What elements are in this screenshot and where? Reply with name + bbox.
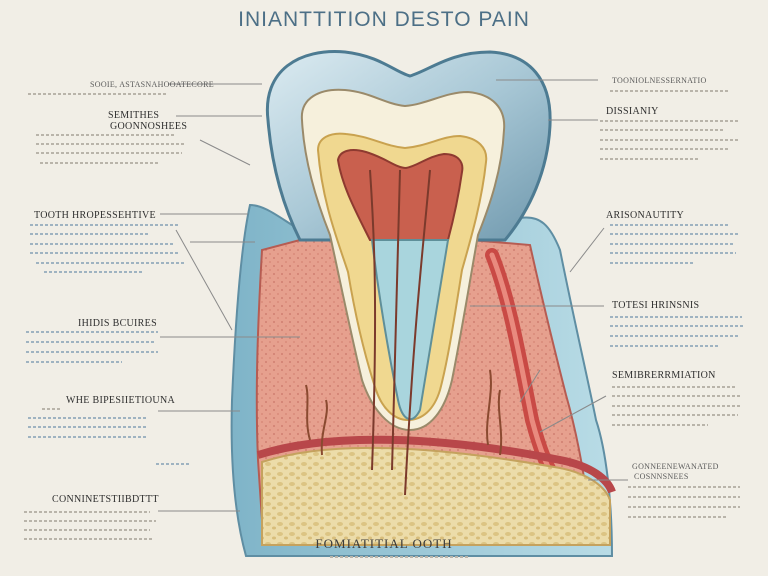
bottom-caption: FOMIATITIAL OOTH [315,536,453,551]
right-text-rule [610,325,744,327]
left-text-rule [28,436,146,438]
leader-lines [158,79,628,512]
left-text-rule [28,417,148,419]
left-label-1b: GOONNOSHEES [110,121,188,132]
right-text-rule [600,139,738,141]
right-text-rule [610,345,720,347]
right-label-5b: COSNNSNEES [634,472,689,481]
right-text-rule [610,335,740,337]
right-text-rule [600,158,700,160]
left-text-rule [44,271,144,273]
right-text-rule [600,129,724,131]
left-label-top-small: SOOIE, ASTASNAHOOATECORE [90,80,214,89]
right-text-rule [610,262,694,264]
right-label-3: TOTESI HRINSNIS [612,300,700,311]
right-text-rule [612,414,738,416]
right-text-rule [628,516,728,518]
left-text-rule [36,143,186,145]
right-label-5: GONNEENEWANATED [632,462,719,471]
left-text-rule [40,162,160,164]
page-title: INIANTTITION DESTO PAIN [238,8,530,31]
left-text-rule [26,331,158,333]
right-text-rule [612,395,742,397]
left-text-rule [24,520,156,522]
nerve-lines [369,169,431,496]
right-text-rule [610,243,734,245]
right-text-rule [612,405,740,407]
right-label-top-small: TOONIOLNESSERNATIO [612,76,707,85]
left-text-rule [30,224,180,226]
left-text-rule [36,134,176,136]
left-text-rule [30,233,150,235]
left-text-rule [156,463,190,465]
left-label-5: CONNINETSTIIBDTTT [52,494,159,505]
left-text-rule [36,262,184,264]
left-label-1: SEMITHES [108,110,160,121]
left-text-rule [24,538,152,540]
right-label-2: ARISONAUTITY [606,210,685,221]
left-label-3: IHIDIS BCUIRES [78,318,157,329]
right-text-rule [610,316,742,318]
nerve-branches [305,369,503,456]
left-text-rule [36,152,182,154]
caption-rule [330,556,470,558]
right-text-rule [610,252,736,254]
left-text-rule [42,408,60,410]
right-text-rule [628,486,740,488]
left-text-rule [26,351,158,353]
right-label-4: SEMIBRERRMIATION [612,370,716,381]
right-text-rule [600,148,730,150]
right-text-rule [610,224,730,226]
left-text-rule [26,361,122,363]
left-text-rule [24,529,150,531]
left-text-rule [30,243,175,245]
left-label-4: WHE BIPESIIETIOUNA [66,395,175,406]
left-text-rule [28,93,168,95]
right-text-rule [610,233,738,235]
right-text-rule [612,386,736,388]
right-label-1: DISSIANIY [606,106,659,117]
right-text-rule [628,496,740,498]
root-canal-shape [370,239,450,421]
left-text-rule [30,252,180,254]
right-text-rule [612,424,708,426]
left-text-rule [26,341,156,343]
left-label-2: TOOTH HROPESSEHTIVE [34,210,156,221]
left-text-rule [28,426,148,428]
left-text-rule [24,511,150,513]
right-text-rule [610,90,730,92]
right-text-rule [600,120,740,122]
right-text-rule [628,506,740,508]
